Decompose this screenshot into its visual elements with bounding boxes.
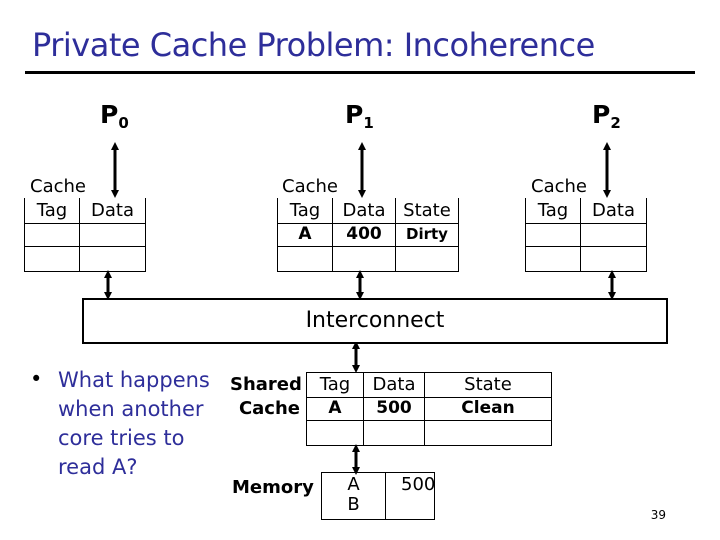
- cache0-tag-header: Tag: [36, 200, 68, 221]
- interconnect-bus: Interconnect: [82, 298, 668, 344]
- memory-table: A B 500: [321, 472, 435, 520]
- bullet-dot: •: [30, 367, 43, 391]
- cache1-row-state: Dirty: [406, 225, 448, 243]
- shared-row-state: Clean: [461, 398, 515, 418]
- page-number: 39: [650, 508, 666, 522]
- cache1-row-data: 400: [346, 224, 382, 244]
- cache2-data-header: Data: [592, 200, 635, 221]
- cache0-label: Cache: [30, 176, 86, 197]
- cache2-table: Tag Data: [525, 198, 647, 272]
- cache1-label: Cache: [282, 176, 338, 197]
- cache2-tag-header: Tag: [537, 200, 569, 221]
- cache2-label: Cache: [531, 176, 587, 197]
- memory-addr-a: A: [347, 474, 360, 495]
- question-text: What happens when another core tries to …: [58, 368, 210, 479]
- shared-cache-table: Tag Data State A 500 Clean: [306, 372, 552, 446]
- shared-cache-label-1: Shared: [230, 374, 302, 395]
- memory-label: Memory: [232, 477, 314, 498]
- cache1-row-tag: A: [298, 224, 312, 244]
- slide-title: Private Cache Problem: Incoherence: [32, 26, 595, 64]
- cache1-tag-header: Tag: [289, 200, 321, 221]
- shared-tag-header: Tag: [319, 374, 351, 395]
- shared-row-data: 500: [376, 398, 412, 418]
- shared-cache-label-2: Cache: [238, 398, 300, 419]
- processor-p2: P2: [592, 100, 621, 132]
- shared-state-header: State: [464, 374, 512, 395]
- title-underline: [25, 71, 695, 74]
- cache0-table: Tag Data: [24, 198, 146, 272]
- shared-data-header: Data: [372, 374, 416, 395]
- cache1-state-header: State: [403, 200, 451, 221]
- shared-row-tag: A: [328, 398, 342, 418]
- processor-p1: P1: [345, 100, 374, 132]
- cache0-data-header: Data: [91, 200, 134, 221]
- interconnect-label: Interconnect: [305, 308, 445, 333]
- memory-value-a: 500: [401, 474, 436, 495]
- memory-addr-b: B: [347, 494, 360, 515]
- cache1-table: Tag Data State A 400 Dirty: [277, 198, 459, 272]
- processor-p0: P0: [100, 100, 129, 132]
- cache1-data-header: Data: [342, 200, 386, 221]
